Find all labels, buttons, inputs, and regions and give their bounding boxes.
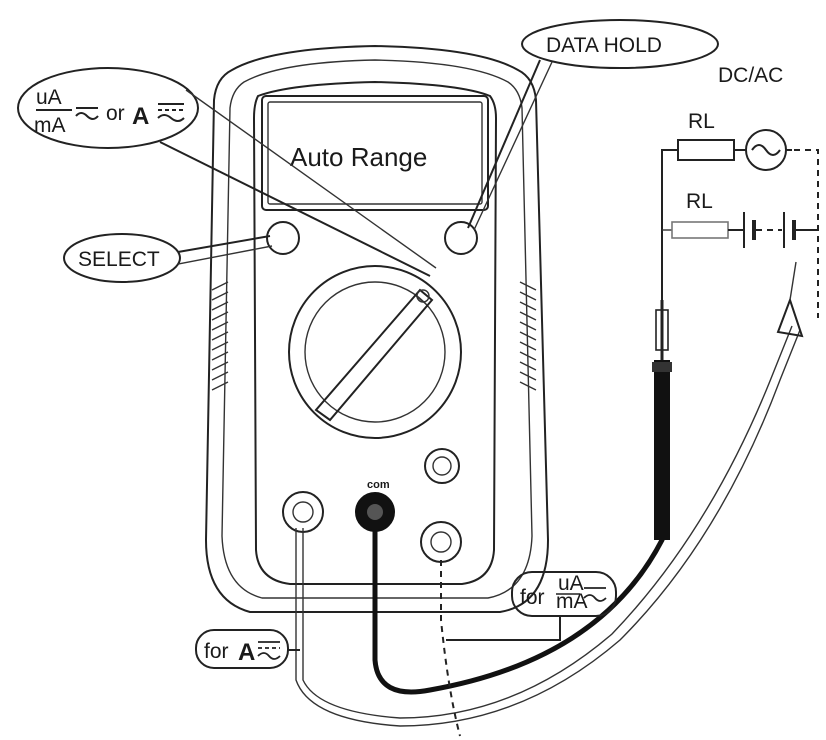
- terminal-com[interactable]: com: [355, 479, 395, 532]
- white-lead: [295, 261, 804, 737]
- data-hold-button[interactable]: [444, 221, 478, 255]
- rl-top-label: RL: [688, 110, 715, 133]
- right-grip: [519, 281, 537, 391]
- black-lead: [372, 300, 672, 695]
- select-label: SELECT: [78, 248, 160, 271]
- callout-for-ua-ma: for uA mA: [446, 571, 617, 641]
- circuit-title: DC/AC: [718, 64, 783, 87]
- battery-icon: [728, 212, 818, 248]
- for-word-left: for: [204, 640, 229, 663]
- left-grip: [211, 281, 229, 391]
- callout-mode-symbol: uA mA or A: [17, 67, 437, 277]
- for-word-right: for: [520, 586, 545, 609]
- data-hold-label: DATA HOLD: [546, 34, 662, 57]
- lcd-display: Auto Range: [261, 95, 489, 211]
- terminal-ua-ma[interactable]: [420, 521, 462, 563]
- for-amp-letter: A: [238, 639, 255, 666]
- ac-dc-symbol-icon: [583, 587, 607, 602]
- callout-for-a: for A: [195, 629, 300, 669]
- display-text: Auto Range: [290, 142, 427, 172]
- ac-dc-symbol-icon: [257, 641, 281, 660]
- or-word: or: [106, 102, 125, 125]
- com-label: com: [367, 479, 390, 491]
- ua-numerator: uA: [36, 86, 62, 109]
- terminal-extra[interactable]: [424, 448, 460, 484]
- rotary-dial-icon[interactable]: [288, 265, 462, 439]
- rl-bottom-label: RL: [686, 190, 713, 213]
- callout-select: SELECT: [63, 233, 273, 283]
- amp-letter: A: [132, 103, 149, 130]
- for-ua-numerator: uA: [558, 572, 584, 595]
- ma-denominator: mA: [34, 114, 66, 137]
- ac-dc-symbol-icon: [157, 103, 185, 122]
- callout-data-hold: DATA HOLD: [467, 19, 719, 231]
- circuit: DC/AC RL RL: [661, 64, 819, 318]
- ac-source-icon: [745, 129, 787, 171]
- terminal-a[interactable]: [282, 491, 324, 533]
- meter-body: [204, 44, 550, 613]
- for-ma-denominator: mA: [556, 590, 588, 613]
- resistor-icon: [677, 139, 735, 161]
- resistor-icon: [671, 221, 729, 239]
- select-button[interactable]: [266, 221, 300, 255]
- ac-dc-symbol-icon: [75, 107, 99, 120]
